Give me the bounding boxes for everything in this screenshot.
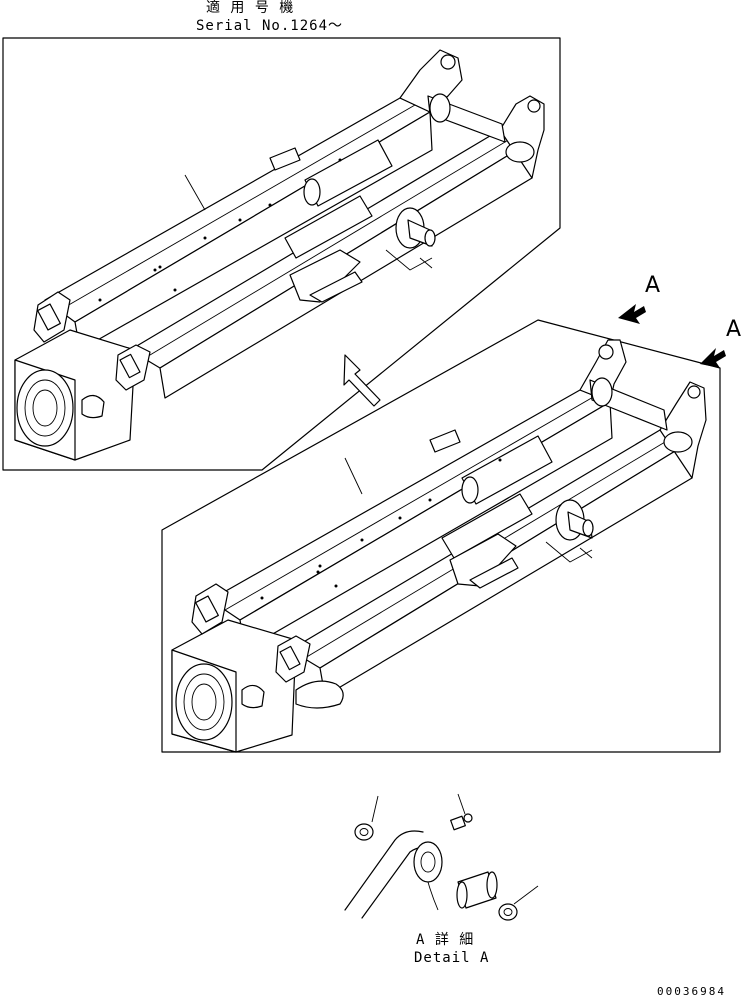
- view-arrow-a-1: [618, 304, 646, 324]
- view-arrow-a-2: [700, 348, 726, 368]
- drawing-number: 00036984: [657, 985, 726, 998]
- view-arrow-letter-a-1: A: [645, 273, 661, 298]
- transition-arrow: [343, 354, 381, 407]
- serial-number-label: Serial No.1264～: [196, 18, 344, 34]
- detail-title-en: Detail A: [414, 950, 490, 966]
- detail-title-jp: A 詳 細: [416, 932, 475, 948]
- detail-a-drawing: [344, 793, 539, 921]
- top-frame-assembly: [14, 49, 545, 461]
- bottom-frame-assembly: [171, 339, 707, 753]
- top-view-frame: [2, 37, 561, 471]
- applicability-label-jp: 適 用 号 機: [206, 0, 295, 16]
- view-arrow-letter-a-2: A: [726, 317, 742, 342]
- bottom-view-frame: [161, 319, 721, 753]
